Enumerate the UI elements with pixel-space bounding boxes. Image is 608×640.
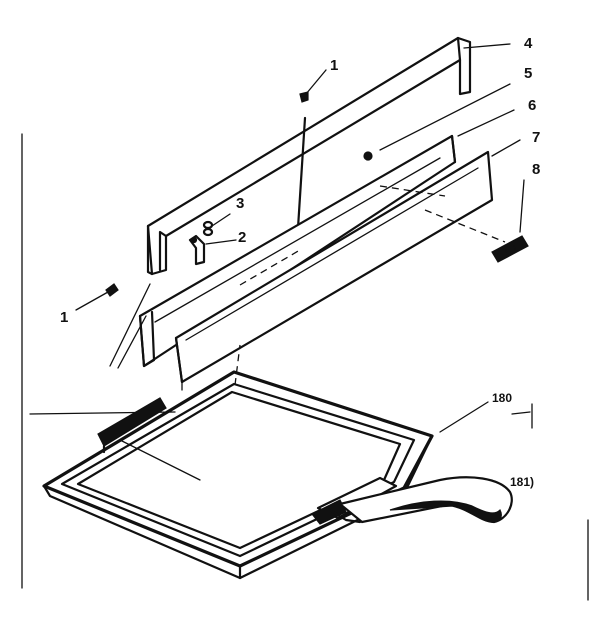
callout-1-left: 1	[60, 309, 69, 326]
alignment-lines	[234, 185, 506, 386]
callout-4: 4	[524, 35, 533, 52]
callout-3: 3	[236, 195, 245, 212]
screw-part-1-left	[105, 283, 119, 297]
panel-part-7	[174, 150, 494, 391]
rod-part-5	[296, 116, 307, 230]
clip-part-2	[188, 234, 206, 266]
griddle-part-180	[42, 370, 434, 580]
callout-180: 180	[492, 391, 513, 405]
spring-part-8	[491, 235, 529, 263]
griddle-left-handle	[97, 397, 167, 454]
reference-frame	[21, 133, 589, 601]
screw-part-3	[202, 220, 214, 237]
callout-181: 181)	[510, 475, 535, 489]
griddle-handle-part-181	[311, 476, 513, 525]
callout-5: 5	[524, 65, 533, 82]
callout-6: 6	[528, 97, 537, 114]
callout-1-top: 1	[330, 57, 339, 74]
callout-2: 2	[238, 229, 247, 246]
handle-bar-part-4	[146, 36, 472, 276]
callout-7: 7	[532, 129, 541, 146]
leader-lines	[75, 43, 525, 483]
callout-8: 8	[532, 161, 541, 178]
nut-icon	[363, 151, 373, 161]
